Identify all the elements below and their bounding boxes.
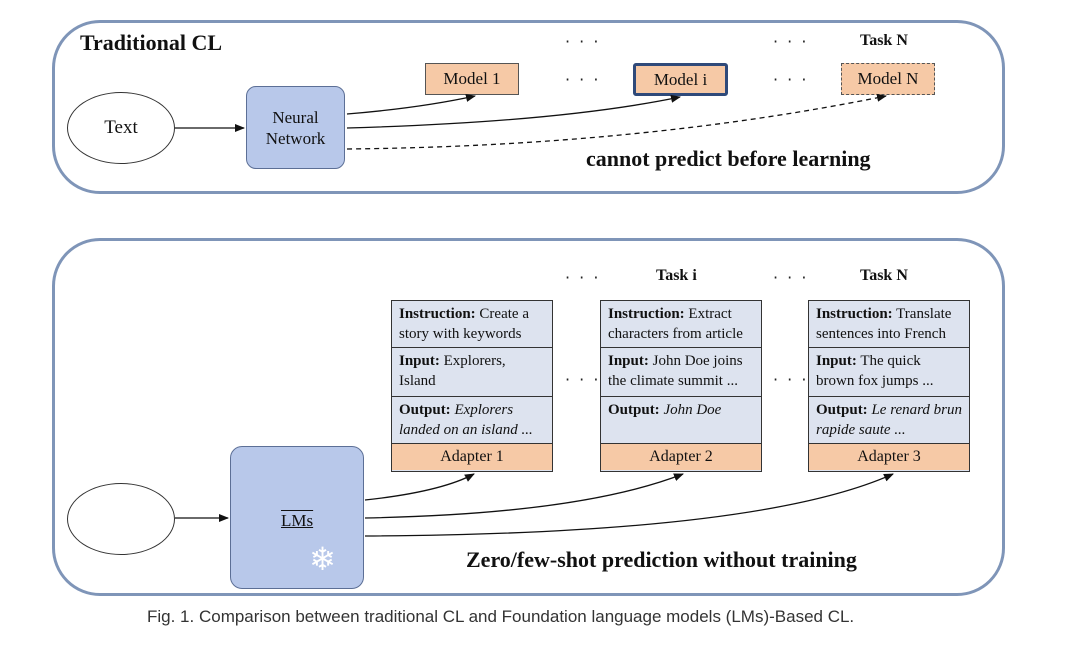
snowflake-icon: ❄ bbox=[309, 540, 336, 578]
ellipsis: · · · bbox=[773, 32, 809, 51]
input-key: Input: bbox=[608, 353, 649, 369]
output-cell: Output: Explorers landed on an island ..… bbox=[392, 397, 552, 444]
input-text: Explorers, Island bbox=[399, 353, 506, 389]
instruction-text: Create a story with keywords bbox=[399, 306, 529, 342]
adapter-card-2: Instruction: Extract characters from art… bbox=[600, 300, 762, 472]
adapter-card-1: Instruction: Create a story with keyword… bbox=[391, 300, 553, 472]
output-text: Le renard brun rapide saute ... bbox=[816, 402, 962, 438]
ellipsis: · · · bbox=[565, 70, 601, 89]
instruction-key: Instruction: bbox=[816, 306, 893, 322]
input-key: Input: bbox=[816, 353, 857, 369]
output-key: Output: bbox=[608, 402, 660, 418]
model-i-box: Model i bbox=[633, 63, 728, 96]
model-1-box: Model 1 bbox=[425, 63, 519, 95]
zero-shot-note: Zero/few-shot prediction without trainin… bbox=[466, 547, 857, 572]
ellipsis: · · · bbox=[565, 370, 601, 389]
instruction-cell: Instruction: Translate sentences into Fr… bbox=[809, 301, 969, 348]
instruction-key: Instruction: bbox=[608, 306, 685, 322]
panel-title: Traditional CL bbox=[80, 30, 223, 55]
instruction-key: Instruction: bbox=[399, 306, 476, 322]
output-cell: Output: Le renard brun rapide saute ... bbox=[809, 397, 969, 444]
ellipsis: · · · bbox=[773, 70, 809, 89]
figure-caption: Fig. 1. Comparison between traditional C… bbox=[147, 607, 855, 626]
task-n-label: Task N bbox=[860, 32, 908, 49]
adapter-label: Adapter 1 bbox=[392, 444, 552, 470]
arrow-network-to-model-n bbox=[346, 93, 887, 150]
instruction-cell: Instruction: Extract characters from art… bbox=[601, 301, 761, 348]
arrow-network-to-model-i bbox=[346, 94, 681, 129]
input-text: The quick brown fox jumps ... bbox=[816, 353, 934, 389]
arrow-lms-to-adapter-1 bbox=[364, 473, 475, 501]
output-text: John Doe bbox=[663, 402, 722, 418]
ellipsis: · · · bbox=[565, 268, 601, 287]
adapter-card-3: Instruction: Translate sentences into Fr… bbox=[808, 300, 970, 472]
instruction-cell: Instruction: Create a story with keyword… bbox=[392, 301, 552, 348]
adapter-label: Adapter 2 bbox=[601, 444, 761, 470]
lms-box bbox=[230, 446, 364, 589]
adapter-label: Adapter 3 bbox=[809, 444, 969, 470]
output-key: Output: bbox=[816, 402, 868, 418]
ellipsis: · · · bbox=[773, 370, 809, 389]
output-cell: Output: John Doe bbox=[601, 397, 761, 444]
instruction-text: Extract characters from article bbox=[608, 306, 743, 342]
task-n-label: Task N bbox=[860, 267, 908, 284]
lms-label: LMs bbox=[281, 511, 314, 530]
arrow-network-to-model-1 bbox=[346, 94, 476, 115]
traditional-cl-panel bbox=[52, 20, 1005, 194]
instruction-text: Translate sentences into French bbox=[816, 306, 952, 342]
output-key: Output: bbox=[399, 402, 451, 418]
arrow-lms-to-adapter-2 bbox=[364, 473, 684, 519]
input-cell: Input: Explorers, Island bbox=[392, 348, 552, 397]
input-cell: Input: The quick brown fox jumps ... bbox=[809, 348, 969, 397]
cannot-predict-note: cannot predict before learning bbox=[586, 146, 871, 171]
output-text: Explorers landed on an island ... bbox=[399, 402, 533, 438]
input-key: Input: bbox=[399, 353, 440, 369]
neural-network-box: Neural Network bbox=[246, 86, 345, 169]
model-n-box: Model N bbox=[841, 63, 935, 95]
input-cell: Input: John Doe joins the climate summit… bbox=[601, 348, 761, 397]
text-input-node: Text bbox=[67, 92, 175, 164]
ellipsis: · · · bbox=[565, 32, 601, 51]
ellipsis: · · · bbox=[773, 268, 809, 287]
input-text: John Doe joins the climate summit ... bbox=[608, 353, 743, 389]
arrow-lms-to-adapter-3 bbox=[364, 473, 894, 537]
task-i-label: Task i bbox=[656, 267, 697, 284]
input-node bbox=[67, 483, 175, 555]
